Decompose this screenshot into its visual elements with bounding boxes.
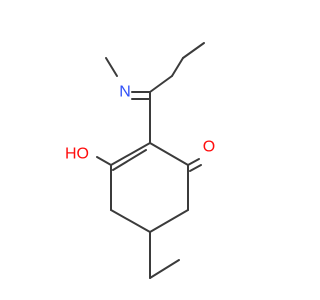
bond-ketone-o-double bbox=[189, 164, 202, 172]
bond-methyl-n bbox=[105, 57, 118, 77]
hydroxyl-label: HO bbox=[65, 146, 89, 163]
bond-ketone-o bbox=[187, 158, 200, 166]
bond-lines bbox=[96, 42, 205, 279]
bond-enol-oh bbox=[96, 156, 112, 166]
bond-propyl-1 bbox=[171, 57, 184, 77]
ketone-oxygen-label: O bbox=[203, 139, 215, 156]
bond-ring-ketone-carbon bbox=[149, 142, 189, 166]
bond-ring-enol-double-inner bbox=[112, 149, 147, 171]
bond-imine-carbon-propyl bbox=[149, 75, 173, 93]
bond-ring-enol-double bbox=[110, 142, 151, 166]
imine-nitrogen-label: N bbox=[119, 84, 131, 101]
atom-labels: N HO O bbox=[65, 84, 215, 163]
bond-ethyl-2 bbox=[149, 259, 180, 279]
chemical-structure: N HO O bbox=[65, 42, 215, 279]
bond-ch2-ring-center-right bbox=[149, 209, 189, 233]
bond-ch2-ring-center-left bbox=[110, 209, 151, 233]
bond-propyl-2 bbox=[182, 42, 205, 59]
